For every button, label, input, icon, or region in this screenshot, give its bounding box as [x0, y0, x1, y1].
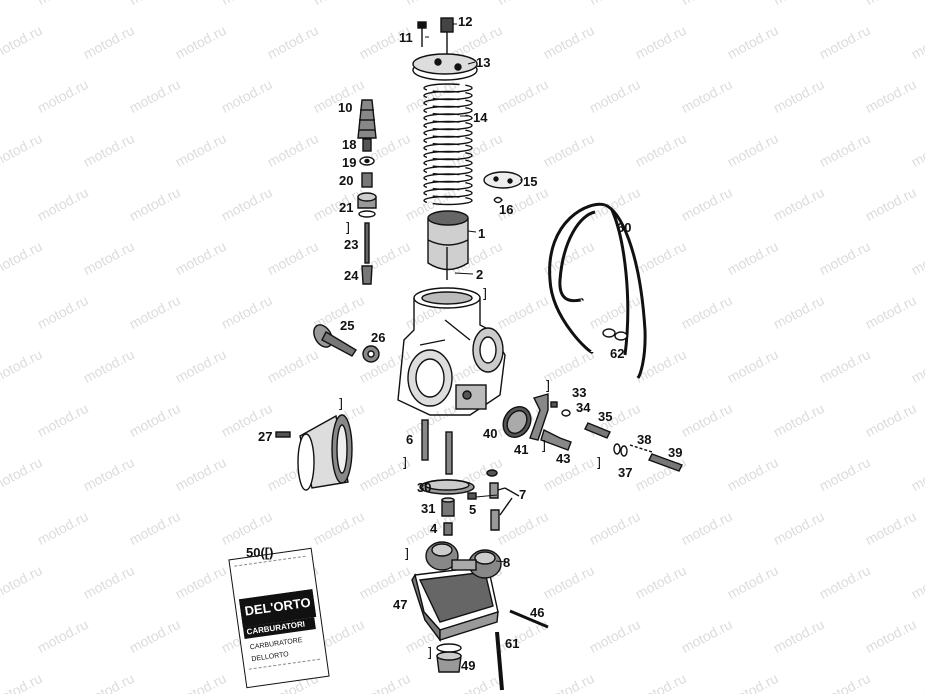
label-46: 46: [530, 605, 545, 620]
bracket-2: ]: [482, 287, 488, 302]
cap-21: [357, 192, 377, 218]
label-11: 11: [399, 30, 413, 45]
label-31: 31: [421, 501, 436, 516]
label-19: 19: [342, 155, 357, 170]
idle-screw-25: [313, 324, 357, 357]
jet-4: [443, 522, 453, 536]
plate-15: [483, 171, 523, 189]
nut-19: [359, 156, 375, 166]
cable-adjuster-10: [357, 99, 377, 139]
label-6: 6: [406, 432, 414, 447]
label-14: 14: [473, 110, 488, 125]
packet-brand: DEL'ORTO: [243, 594, 312, 619]
label-37: 37: [618, 465, 633, 480]
label-49: 49: [461, 658, 476, 673]
bracket-27: ]: [338, 397, 344, 412]
label-26: 26: [371, 330, 386, 345]
label-30: 30: [417, 480, 432, 495]
packet-line2: DELLORTO: [251, 651, 290, 664]
label-13: 13: [476, 55, 491, 70]
bracket-49: ]: [427, 646, 433, 661]
jet-3: [445, 431, 453, 475]
label-27: 27: [258, 429, 273, 444]
carburetor-body: [397, 287, 506, 416]
rod-46: [509, 609, 549, 629]
label-12: 12: [458, 14, 473, 29]
lever-41: [529, 393, 549, 441]
bracket-43: ]: [541, 439, 547, 454]
nut-26: [362, 345, 380, 363]
jet-6: [421, 419, 429, 461]
floats-8: [425, 541, 502, 579]
clips-62: [602, 328, 628, 341]
instruction-packet-50: DEL'ORTO CARBURATORI CARBURATORE DELLORT…: [228, 547, 330, 689]
label-21: 21: [339, 200, 354, 215]
label-60: 60: [617, 220, 632, 235]
screw-20: [361, 172, 373, 188]
screw-11: [417, 21, 427, 47]
spring-14: [423, 83, 473, 206]
part-33: [550, 401, 558, 408]
label-50: 50([): [246, 545, 274, 560]
washer-30: [419, 479, 475, 495]
label-35: 35: [598, 409, 613, 424]
screw-35: [584, 422, 611, 439]
bracket-8: ]: [404, 547, 410, 562]
part-43: [540, 429, 572, 451]
jet-24: [361, 265, 373, 285]
label-33: 33: [572, 385, 587, 400]
needle-23: [364, 222, 370, 264]
bracket-33: ]: [545, 379, 551, 394]
rod-61: [495, 631, 504, 691]
clip-16: [493, 196, 503, 204]
drain-49: [436, 643, 462, 673]
label-7: 7: [519, 487, 527, 502]
throttle-slide-1: [427, 210, 469, 271]
spring-coil: [423, 195, 473, 206]
part-34: [561, 409, 571, 417]
label-5: 5: [469, 502, 477, 517]
label-39: 39: [668, 445, 683, 460]
jet-5: [467, 492, 477, 500]
label-43: 43: [556, 451, 571, 466]
label-15: 15: [523, 174, 538, 189]
label-16: 16: [499, 202, 514, 217]
label-4: 4: [430, 521, 438, 536]
spring-37: [613, 443, 628, 457]
label-24: 24: [344, 268, 359, 283]
part-7: [486, 469, 520, 531]
label-18: 18: [342, 137, 357, 152]
spring-38: [629, 444, 653, 453]
bracket-6: ]: [402, 456, 408, 471]
label-25: 25: [340, 318, 355, 333]
jet-holder-31: [441, 497, 455, 517]
label-20: 20: [339, 173, 354, 188]
label-8: 8: [503, 555, 511, 570]
screw-39: [648, 453, 683, 472]
valve-40: [502, 405, 532, 439]
cap-13: [412, 53, 478, 81]
label-41: 41: [514, 442, 529, 457]
screw-18: [362, 138, 372, 152]
packet-line1: CARBURATORE: [249, 636, 303, 652]
label-34: 34: [576, 400, 591, 415]
intake-27: [275, 414, 353, 491]
label-61: 61: [505, 636, 520, 651]
bracket-23: ]: [345, 221, 351, 236]
label-47: 47: [393, 597, 408, 612]
label-10: 10: [338, 100, 353, 115]
float-bowl-47: [411, 565, 499, 643]
label-1: 1: [478, 226, 486, 241]
label-62: 62: [610, 346, 625, 361]
label-23: 23: [344, 237, 359, 252]
label-2: 2: [476, 267, 484, 282]
label-38: 38: [637, 432, 652, 447]
bracket-37: ]: [596, 456, 602, 471]
leader-lines: [425, 23, 522, 563]
label-40: 40: [483, 426, 498, 441]
screw-12: [440, 17, 454, 54]
